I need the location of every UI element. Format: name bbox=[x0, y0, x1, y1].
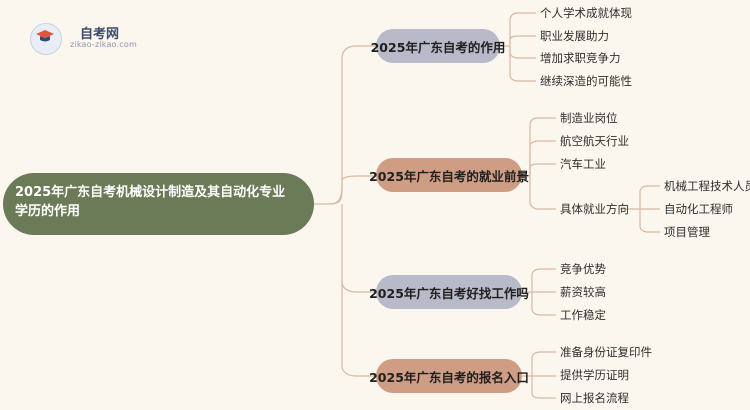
leaf-aerospace: 航空航天行业 bbox=[560, 134, 629, 148]
leaf-job-direction: 具体就业方向 bbox=[560, 202, 629, 216]
branch-node-registration: 2025年广东自考的报名入口 bbox=[369, 359, 529, 393]
branch-node-job-search: 2025年广东自考好找工作吗 bbox=[369, 275, 529, 309]
leaf-education-proof: 提供学历证明 bbox=[560, 368, 629, 382]
leaf-automation-engineer: 自动化工程师 bbox=[664, 202, 733, 216]
leaf-manufacturing: 制造业岗位 bbox=[560, 111, 618, 125]
branch-node-employment: 2025年广东自考的就业前景 bbox=[369, 158, 529, 192]
leaf-academic-achievement: 个人学术成就体现 bbox=[540, 6, 632, 20]
logo-url: zikao-zikao.com bbox=[70, 40, 137, 49]
leaf-salary: 薪资较高 bbox=[560, 285, 606, 299]
leaf-advantage: 竞争优势 bbox=[560, 262, 606, 276]
leaf-automotive: 汽车工业 bbox=[560, 157, 606, 171]
leaf-career-help: 职业发展助力 bbox=[540, 29, 609, 43]
leaf-further-study: 继续深造的可能性 bbox=[540, 74, 632, 88]
logo-name: 自考网 bbox=[80, 27, 120, 42]
leaf-id-copy: 准备身份证复印件 bbox=[560, 345, 652, 359]
leaf-project-management: 项目管理 bbox=[664, 225, 710, 239]
branch-node-role: 2025年广东自考的作用 bbox=[371, 29, 505, 63]
root-node: 2025年广东自考机械设计制造及其自动化专业学历的作用 bbox=[3, 173, 314, 235]
logo-emblem bbox=[30, 23, 62, 55]
leaf-stability: 工作稳定 bbox=[560, 308, 606, 322]
site-logo[interactable]: 自考网 zikao-zikao.com bbox=[28, 20, 158, 56]
graduation-cap-icon bbox=[36, 30, 54, 42]
leaf-competitiveness: 增加求职竞争力 bbox=[540, 51, 621, 65]
leaf-mech-engineer: 机械工程技术人员 bbox=[664, 179, 750, 193]
leaf-online-registration: 网上报名流程 bbox=[560, 391, 629, 405]
